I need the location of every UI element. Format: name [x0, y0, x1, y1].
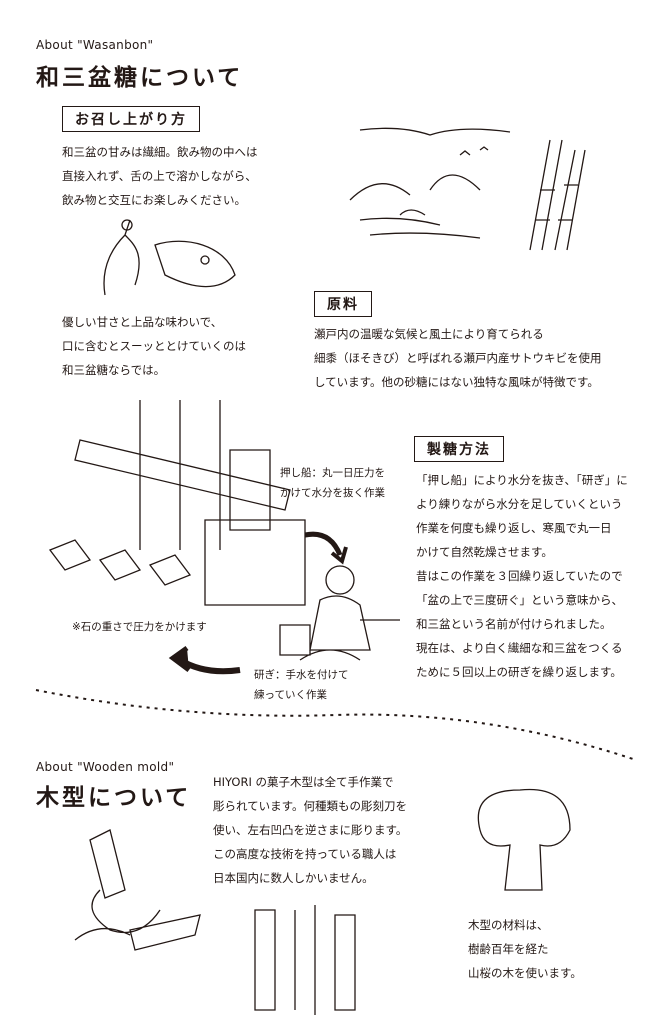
togi-worker-illustration	[279, 565, 400, 661]
wasanbon-title: 和三盆糖について	[36, 65, 244, 91]
method-label: 製糖方法	[414, 436, 504, 462]
seascape-illustration	[349, 127, 511, 239]
togi-caption: 研ぎ：手水を付けて 練っていく作業	[254, 669, 349, 701]
arrow-left-up-icon	[168, 645, 241, 675]
material-text: 瀬戸内の温暖な気候と風土により育てられる 細黍（ほそきび）と呼ばれる瀬戸内産サト…	[314, 327, 602, 389]
cherry-tree-illustration	[477, 788, 571, 891]
howto-label: お召し上がり方	[62, 106, 200, 132]
hands-illustration	[103, 219, 236, 296]
arrow-right-down-icon	[304, 531, 348, 565]
mold-about: About "Wooden mold"	[36, 760, 175, 774]
oshibune-caption: 押し船：丸一日圧力を かけて水分を抜く作業	[280, 467, 385, 499]
wasanbon-about: About "Wasanbon"	[36, 38, 154, 52]
mold-material-text: 木型の材料は、 樹齢百年を経た 山桜の木を使います。	[468, 918, 582, 980]
material-label: 原料	[314, 291, 372, 317]
dashed-divider	[35, 689, 637, 761]
mold-text: HIYORI の菓子木型は全て手作業で 彫られています。何種類もの彫刻刀を 使い…	[213, 775, 408, 885]
howto-text2: 優しい甘さと上品な味わいで、 口に含むとスーッととけていくのは 和三盆糖ならでは…	[62, 315, 246, 377]
carving-tools-illustration	[254, 905, 356, 1015]
carving-hand-illustration	[74, 829, 201, 951]
method-text: 「押し船」により水分を抜き、「研ぎ」に より練りながら水分を足していくという 作…	[416, 473, 628, 679]
mold-title: 木型について	[36, 785, 192, 811]
stone-caption: ※石の重さで圧力をかけます	[72, 621, 207, 633]
sugarcane-illustration	[529, 139, 586, 251]
howto-text: 和三盆の甘みは繊細。飲み物の中へは 直接入れず、舌の上で溶かしながら、 飲み物と…	[62, 145, 258, 207]
oshibune-press-illustration	[48, 400, 306, 606]
